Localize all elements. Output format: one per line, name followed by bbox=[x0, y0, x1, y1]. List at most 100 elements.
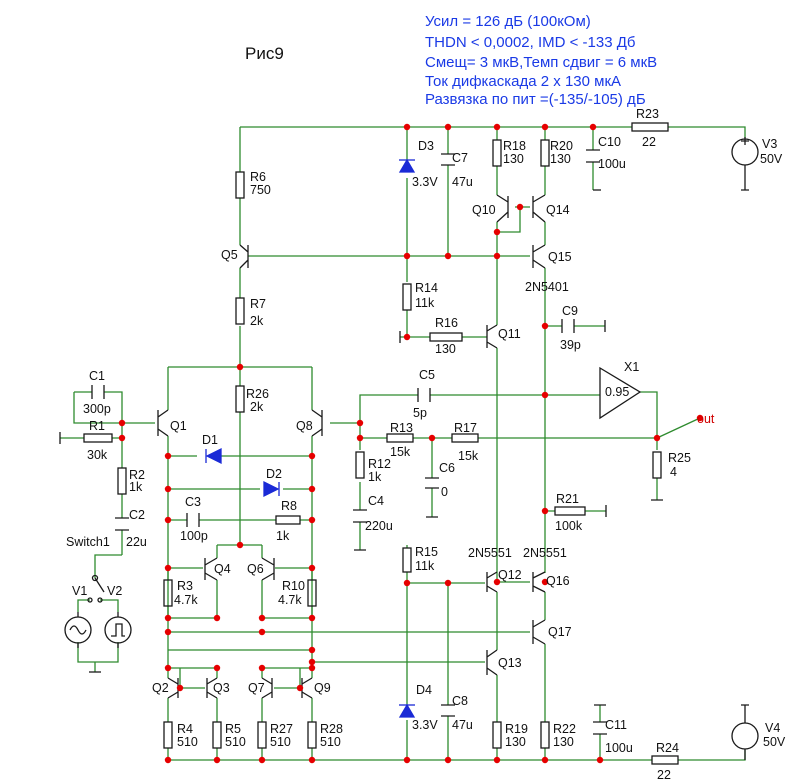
label-x1: X1 bbox=[624, 360, 639, 374]
label-q8: Q8 bbox=[296, 419, 313, 433]
label-c6: C6 bbox=[439, 461, 455, 475]
label-r17: R17 bbox=[454, 421, 477, 435]
label-switch1: Switch1 bbox=[66, 535, 110, 549]
value-r18: 130 bbox=[503, 152, 524, 166]
label-r28: R28 bbox=[320, 722, 343, 736]
value-r7: 2k bbox=[250, 314, 264, 328]
label-c8: C8 bbox=[452, 694, 468, 708]
value-r26: 2k bbox=[250, 400, 264, 414]
value-r20: 130 bbox=[550, 152, 571, 166]
label-q3: Q3 bbox=[213, 681, 230, 695]
value-r5: 510 bbox=[225, 735, 246, 749]
label-r5: R5 bbox=[225, 722, 241, 736]
label-c3: C3 bbox=[185, 495, 201, 509]
value-r24: 22 bbox=[657, 768, 671, 782]
label-r20: R20 bbox=[550, 139, 573, 153]
label-q10: Q10 bbox=[472, 203, 496, 217]
type-q16: 2N5551 bbox=[523, 546, 567, 560]
label-c5: C5 bbox=[419, 368, 435, 382]
label-q12: Q12 bbox=[498, 568, 522, 582]
value-r23: 22 bbox=[642, 135, 656, 149]
label-q11: Q11 bbox=[498, 327, 521, 341]
label-r25: R25 bbox=[668, 451, 691, 465]
label-v2: V2 bbox=[107, 584, 122, 598]
note-line-5: Развязка по пит =(-135/-105) дБ bbox=[425, 91, 646, 108]
value-r1: 30k bbox=[87, 448, 108, 462]
type-q15: 2N5401 bbox=[525, 280, 569, 294]
label-r16: R16 bbox=[435, 316, 458, 330]
component-labels: R6 750 D3 3.3V C7 47u R18 130 R20 130 C1… bbox=[66, 107, 786, 782]
value-v3: 50V bbox=[760, 152, 783, 166]
value-c3: 100p bbox=[180, 529, 208, 543]
label-q17: Q17 bbox=[548, 625, 572, 639]
label-c9: C9 bbox=[562, 304, 578, 318]
label-q2: Q2 bbox=[152, 681, 169, 695]
value-r12: 1k bbox=[368, 470, 382, 484]
label-v4: V4 bbox=[765, 721, 780, 735]
label-r12: R12 bbox=[368, 457, 391, 471]
label-r4: R4 bbox=[177, 722, 193, 736]
value-r8: 1k bbox=[276, 529, 290, 543]
value-r2: 1k bbox=[129, 480, 143, 494]
value-r25: 4 bbox=[670, 465, 677, 479]
value-c7: 47u bbox=[452, 175, 473, 189]
label-r18: R18 bbox=[503, 139, 526, 153]
value-r6: 750 bbox=[250, 183, 271, 197]
value-r19: 130 bbox=[505, 735, 526, 749]
grounds bbox=[59, 180, 749, 712]
label-r14: R14 bbox=[415, 281, 438, 295]
value-r16: 130 bbox=[435, 342, 456, 356]
value-r14: 11k bbox=[415, 296, 435, 310]
value-c9: 39p bbox=[560, 338, 581, 352]
label-c10: C10 bbox=[598, 135, 621, 149]
figure-title: Рис9 bbox=[245, 44, 284, 63]
switch bbox=[87, 574, 105, 603]
value-d3: 3.3V bbox=[412, 175, 438, 189]
value-c4: 220u bbox=[365, 519, 393, 533]
label-q13: Q13 bbox=[498, 656, 522, 670]
diodes bbox=[205, 158, 416, 718]
label-d4: D4 bbox=[416, 683, 432, 697]
label-q15: Q15 bbox=[548, 250, 572, 264]
value-x1: 0.95 bbox=[605, 385, 629, 399]
wires bbox=[60, 126, 746, 761]
label-c4: C4 bbox=[368, 494, 384, 508]
value-r17: 15k bbox=[458, 449, 479, 463]
value-c11: 100u bbox=[605, 741, 633, 755]
note-line-1: Усил = 126 дБ (100кОм) bbox=[425, 13, 591, 30]
label-q4: Q4 bbox=[214, 562, 231, 576]
label-d1: D1 bbox=[202, 433, 218, 447]
label-r7: R7 bbox=[250, 297, 266, 311]
label-v3: V3 bbox=[762, 137, 777, 151]
note-line-2: THDN < 0,0002, IMD < -133 Дб bbox=[425, 34, 636, 51]
buffer-x1 bbox=[599, 366, 642, 420]
value-r3: 4.7k bbox=[174, 593, 198, 607]
label-r24: R24 bbox=[656, 741, 679, 755]
label-r21: R21 bbox=[556, 492, 579, 506]
value-c2: 22u bbox=[126, 535, 147, 549]
label-c2: C2 bbox=[129, 508, 145, 522]
label-c1: C1 bbox=[89, 369, 105, 383]
spec-notes: Усил = 126 дБ (100кОм) THDN < 0,0002, IM… bbox=[425, 13, 657, 108]
value-r21: 100k bbox=[555, 519, 583, 533]
label-r22: R22 bbox=[553, 722, 576, 736]
label-c11: C11 bbox=[605, 718, 627, 732]
label-d2: D2 bbox=[266, 467, 282, 481]
label-out: out bbox=[697, 412, 715, 426]
label-r10: R10 bbox=[282, 579, 305, 593]
label-q5: Q5 bbox=[221, 248, 238, 262]
label-v1: V1 bbox=[72, 584, 87, 598]
label-q7: Q7 bbox=[248, 681, 265, 695]
sources bbox=[64, 137, 759, 760]
value-c5: 5p bbox=[413, 406, 427, 420]
resistors bbox=[83, 122, 679, 765]
value-v4: 50V bbox=[763, 735, 786, 749]
label-d3: D3 bbox=[418, 139, 434, 153]
value-r4: 510 bbox=[177, 735, 198, 749]
label-q14: Q14 bbox=[546, 203, 570, 217]
capacitors bbox=[91, 149, 607, 735]
label-r26: R26 bbox=[246, 387, 269, 401]
value-r28: 510 bbox=[320, 735, 341, 749]
label-r23: R23 bbox=[636, 107, 659, 121]
